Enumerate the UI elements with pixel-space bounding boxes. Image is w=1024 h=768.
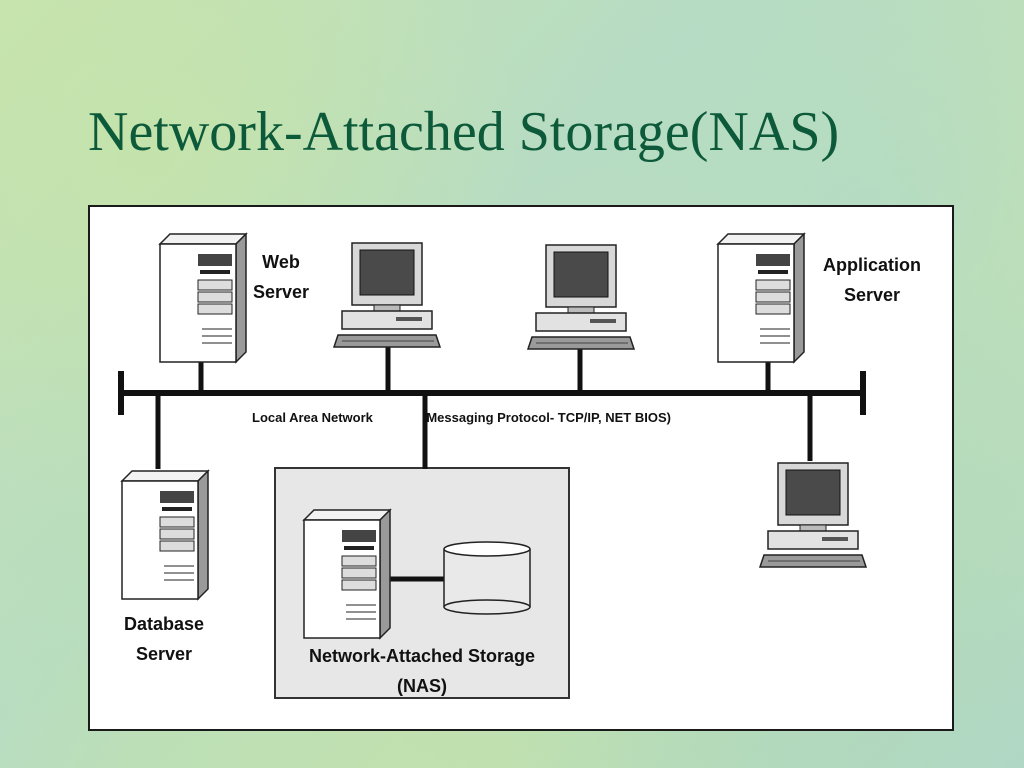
database-server-label-line1: Database [123, 614, 205, 634]
web-server-label-line1: Web [262, 252, 300, 272]
lan-bus [118, 390, 866, 396]
slide-title: Network-Attached Storage(NAS) [88, 101, 840, 163]
web-server-label: Web Server [238, 247, 324, 307]
application-server-label: Application Server [802, 250, 942, 310]
nas-label: Network-Attached Storage (NAS) [274, 641, 570, 701]
storage-disk-icon [443, 541, 531, 615]
desktop-computer-icon [527, 244, 635, 350]
protocol-label: (Messaging Protocol- TCP/IP, NET BIOS) [422, 410, 671, 425]
bus-terminator-right [860, 371, 866, 415]
desktop-computer-icon [759, 462, 867, 568]
application-server-icon [717, 233, 805, 363]
bus-terminator-left [118, 371, 124, 415]
nas-server-icon [303, 509, 391, 639]
database-server-icon [121, 470, 209, 600]
web-server-icon [159, 233, 247, 363]
nas-label-line1: Network-Attached Storage [308, 646, 536, 666]
application-server-label-line1: Application [823, 255, 921, 275]
desktop-computer-icon [333, 242, 441, 348]
lan-label: Local Area Network [252, 410, 373, 425]
nas-label-line2: (NAS) [397, 676, 447, 696]
network-diagram: Web Server Application Server Database S… [88, 205, 954, 731]
web-server-label-line2: Server [252, 282, 310, 302]
database-server-label: Database Server [102, 609, 226, 669]
database-server-label-line2: Server [135, 644, 193, 664]
application-server-label-line2: Server [843, 285, 901, 305]
diagram-graphics [118, 233, 867, 639]
